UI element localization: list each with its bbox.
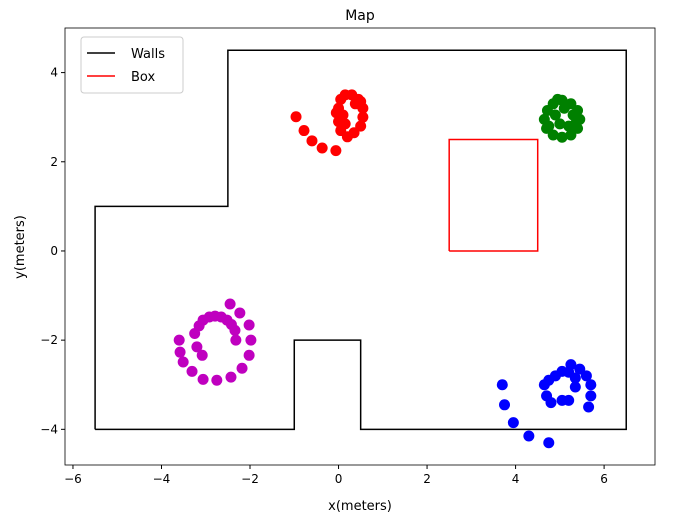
- point-green: [558, 102, 570, 114]
- line-box: [448, 138, 539, 252]
- legend: Walls Box: [80, 36, 184, 94]
- point-magenta: [173, 334, 185, 346]
- legend-box: [80, 36, 184, 94]
- x-tick-label: −4: [153, 472, 171, 486]
- y-tick-label: 4: [50, 66, 58, 80]
- point-red: [355, 120, 367, 132]
- point-red: [355, 96, 367, 108]
- point-magenta: [191, 341, 203, 353]
- y-axis-label: y(meters): [13, 215, 28, 279]
- point-blue: [565, 359, 577, 371]
- point-red: [337, 109, 349, 121]
- point-magenta: [211, 374, 223, 386]
- point-green: [556, 131, 568, 143]
- point-magenta: [236, 362, 248, 374]
- chart-title: Map: [345, 8, 375, 24]
- point-red: [306, 135, 318, 147]
- point-blue: [543, 437, 555, 449]
- point-magenta: [243, 349, 255, 361]
- point-magenta: [224, 298, 236, 310]
- point-red: [339, 118, 351, 130]
- point-green: [549, 109, 561, 121]
- x-tick-label: 4: [512, 472, 520, 486]
- point-magenta: [243, 319, 255, 331]
- y-tick-label: 2: [50, 155, 58, 169]
- line-walls: [94, 49, 627, 431]
- point-red: [298, 125, 310, 137]
- x-axis-label: x(meters): [328, 499, 392, 514]
- point-blue: [543, 374, 555, 386]
- x-tick-label: 0: [335, 472, 343, 486]
- point-magenta: [197, 373, 209, 385]
- point-green: [554, 118, 566, 130]
- point-blue: [507, 417, 519, 429]
- point-green: [565, 129, 577, 141]
- point-magenta: [225, 371, 237, 383]
- point-green: [552, 93, 564, 105]
- y-tick-label: −2: [40, 333, 58, 347]
- point-magenta: [229, 324, 241, 336]
- point-red: [335, 93, 347, 105]
- point-magenta: [230, 334, 242, 346]
- point-magenta: [245, 334, 257, 346]
- point-blue: [563, 394, 575, 406]
- point-red: [316, 142, 328, 154]
- point-red: [348, 127, 360, 139]
- point-blue: [583, 401, 595, 413]
- point-blue: [523, 430, 535, 442]
- point-red: [357, 111, 369, 123]
- point-green: [567, 109, 579, 121]
- point-magenta: [186, 365, 198, 377]
- x-tick-label: 6: [600, 472, 608, 486]
- x-tick-label: 2: [423, 472, 431, 486]
- legend-box-label: Box: [131, 70, 155, 85]
- point-green: [569, 118, 581, 130]
- point-blue: [496, 379, 508, 391]
- point-blue: [545, 397, 557, 409]
- point-magenta: [196, 349, 208, 361]
- point-blue: [574, 363, 586, 375]
- point-blue: [569, 372, 581, 384]
- x-tick-label: −6: [64, 472, 82, 486]
- point-blue: [499, 399, 511, 411]
- legend-walls-label: Walls: [131, 47, 165, 62]
- point-blue: [580, 370, 592, 382]
- point-blue: [585, 379, 597, 391]
- point-green: [547, 129, 559, 141]
- point-green: [543, 120, 555, 132]
- x-tick-label: −2: [241, 472, 259, 486]
- point-magenta: [234, 307, 246, 319]
- plot-frame: [64, 27, 656, 466]
- point-red: [330, 145, 342, 157]
- point-blue: [569, 381, 581, 393]
- point-magenta: [174, 346, 186, 358]
- y-tick-label: −4: [40, 422, 58, 436]
- point-red: [290, 111, 302, 123]
- point-blue: [585, 390, 597, 402]
- y-tick-label: 0: [50, 244, 58, 258]
- point-magenta: [177, 356, 189, 368]
